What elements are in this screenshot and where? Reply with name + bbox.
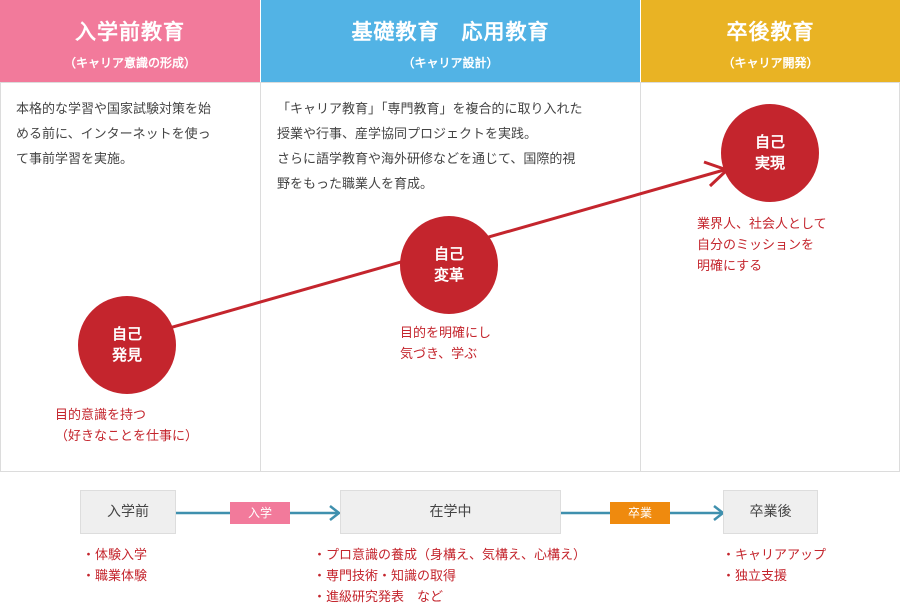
phase-box-after: 卒業後 xyxy=(723,490,818,534)
description-pre: 本格的な学習や国家試験対策を始 める前に、インターネットを使っ て事前学習を実施… xyxy=(16,97,256,172)
phase-label: 在学中 xyxy=(429,504,472,520)
phase-label: 卒業後 xyxy=(749,504,792,520)
header-subtitle: （キャリア開発） xyxy=(722,56,819,70)
header-title: 入学前教育 xyxy=(75,20,185,44)
transition-badge-enroll: 入学 xyxy=(230,502,290,524)
phase-box-before: 入学前 xyxy=(80,490,176,534)
description-line: て事前学習を実施。 xyxy=(16,152,134,167)
bullet-item: ・職業体験 xyxy=(82,569,148,584)
stage-circle-discovery: 自己 発見 xyxy=(78,296,176,394)
caption-line: 気づき、学ぶ xyxy=(400,347,478,362)
column-body-pre xyxy=(0,82,261,472)
stage-circle-transformation: 自己 変革 xyxy=(400,216,498,314)
stage-circle-realization: 自己 実現 xyxy=(721,104,819,202)
caption-line: （好きなことを仕事に） xyxy=(55,429,199,444)
bullet-item: ・体験入学 xyxy=(82,548,148,563)
stage-label-line: 自己 xyxy=(111,325,142,343)
header-subtitle: （キャリア意識の形成） xyxy=(63,56,196,70)
bullet-item: ・進級研究発表 など xyxy=(313,590,444,605)
stage-label-line: 実現 xyxy=(754,154,785,172)
phase-label: 入学前 xyxy=(107,504,149,520)
phase-box-during: 在学中 xyxy=(340,490,561,534)
transition-badge-graduate: 卒業 xyxy=(610,502,670,524)
description-line: 野をもった職業人を育成。 xyxy=(277,177,434,192)
stage-label-line: 変革 xyxy=(433,266,464,284)
description-line: める前に、インターネットを使っ xyxy=(16,127,211,142)
description-line: さらに語学教育や海外研修などを通じて、国際的視 xyxy=(277,152,576,167)
bullet-item: ・専門技術・知識の取得 xyxy=(313,569,457,584)
bullet-item: ・プロ意識の養成（身構え、気構え、心構え） xyxy=(313,548,587,563)
description-mid: 「キャリア教育」「専門教育」を複合的に取り入れた 授業や行事、産学協同プロジェク… xyxy=(277,97,637,197)
stage-caption-discovery: 目的意識を持つ （好きなことを仕事に） xyxy=(55,405,198,447)
bullets-before: ・体験入学 ・職業体験 xyxy=(82,545,147,587)
caption-line: 明確にする xyxy=(697,259,763,274)
bullets-after: ・キャリアアップ ・独立支援 xyxy=(722,545,826,587)
header-pre-enrollment: 入学前教育 （キャリア意識の形成） xyxy=(0,0,260,82)
timeline-arrowhead xyxy=(329,505,342,521)
caption-line: 自分のミッションを xyxy=(697,238,815,253)
stage-label-line: 自己 xyxy=(754,133,785,151)
description-line: 「キャリア教育」「専門教育」を複合的に取り入れた xyxy=(277,102,583,117)
header-title: 基礎教育 応用教育 xyxy=(351,20,550,44)
stage-caption-realization: 業界人、社会人として 自分のミッションを 明確にする xyxy=(697,214,827,277)
description-line: 授業や行事、産学協同プロジェクトを実践。 xyxy=(277,127,538,142)
stage-caption-transformation: 目的を明確にし 気づき、学ぶ xyxy=(400,323,491,365)
bullet-item: ・独立支援 xyxy=(722,569,788,584)
header-post-graduation: 卒後教育 （キャリア開発） xyxy=(641,0,900,82)
header-title: 卒後教育 xyxy=(726,20,815,44)
bullet-item: ・キャリアアップ xyxy=(722,548,827,563)
bullets-during: ・プロ意識の養成（身構え、気構え、心構え） ・専門技術・知識の取得 ・進級研究発… xyxy=(313,545,586,608)
description-line: 本格的な学習や国家試験対策を始 xyxy=(16,102,212,117)
header-basic-applied: 基礎教育 応用教育 （キャリア設計） xyxy=(261,0,640,82)
caption-line: 目的意識を持つ xyxy=(55,408,147,423)
stage-label-line: 自己 xyxy=(433,245,464,263)
header-subtitle: （キャリア設計） xyxy=(402,56,499,70)
caption-line: 目的を明確にし xyxy=(400,326,492,341)
caption-line: 業界人、社会人として xyxy=(697,217,827,232)
stage-label-line: 発見 xyxy=(111,346,142,364)
